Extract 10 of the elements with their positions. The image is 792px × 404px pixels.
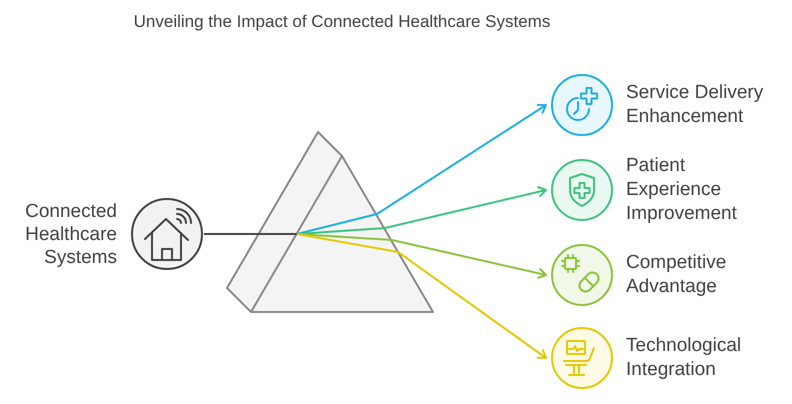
node-label: Service Delivery Enhancement xyxy=(626,81,764,129)
node-label: Technological Integration xyxy=(626,334,742,382)
arrow xyxy=(296,233,547,279)
title: Unveiling the Impact of Connected Healthcare Systems xyxy=(134,12,550,32)
arrow xyxy=(296,104,547,235)
node-label: Competitive Advantage xyxy=(626,251,728,299)
node-label: Patient Experience Improvement xyxy=(626,154,738,226)
node-label: Connected Healthcare Systems xyxy=(24,200,117,268)
arrow xyxy=(296,233,547,359)
line xyxy=(204,233,297,235)
